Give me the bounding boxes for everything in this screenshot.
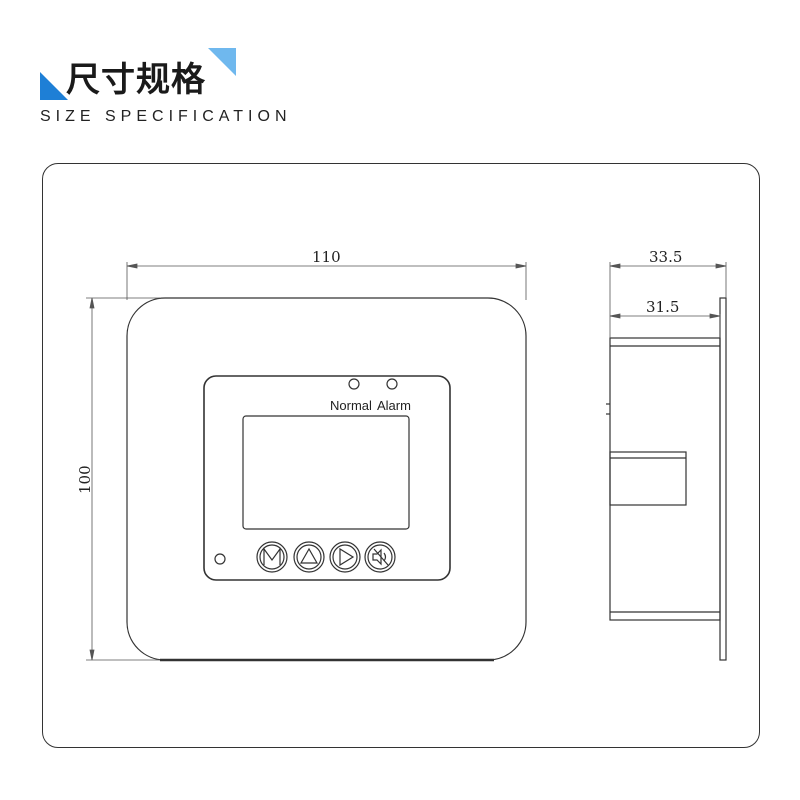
up-button[interactable]	[293, 541, 325, 573]
front-view	[126, 297, 527, 662]
right-button[interactable]	[329, 541, 361, 573]
side-view	[606, 297, 727, 661]
mute-button[interactable]	[364, 541, 396, 573]
side-terminal	[609, 451, 687, 506]
width-dimension: 110	[312, 248, 341, 266]
section-header: 尺寸规格 SIZE SPECIFICATION	[40, 44, 340, 134]
depth-total-dimension: 33.5	[649, 248, 682, 266]
side-flange	[719, 297, 727, 661]
m-button[interactable]	[256, 541, 288, 573]
front-panel	[203, 375, 451, 581]
side-body	[609, 337, 721, 621]
normal-led-icon	[348, 378, 360, 390]
lcd-screen	[242, 415, 410, 530]
normal-label: Normal	[330, 398, 372, 413]
height-dimension: 100	[76, 465, 94, 494]
header-accent-icon	[40, 48, 236, 100]
right-arrow-icon	[339, 547, 355, 567]
side-dimensions	[609, 262, 727, 338]
front-dimensions	[86, 262, 527, 661]
alarm-label: Alarm	[377, 398, 411, 413]
page-subtitle: SIZE SPECIFICATION	[40, 108, 292, 125]
mute-icon	[372, 548, 382, 566]
m-icon	[263, 547, 281, 565]
alarm-led-icon	[386, 378, 398, 390]
front-outer-bezel	[126, 297, 527, 661]
page-title: 尺寸规格	[66, 60, 206, 100]
drawing-frame	[42, 163, 760, 748]
up-arrow-icon	[299, 547, 319, 564]
depth-body-dimension: 31.5	[646, 298, 679, 316]
sensor-hole-icon	[214, 553, 226, 565]
